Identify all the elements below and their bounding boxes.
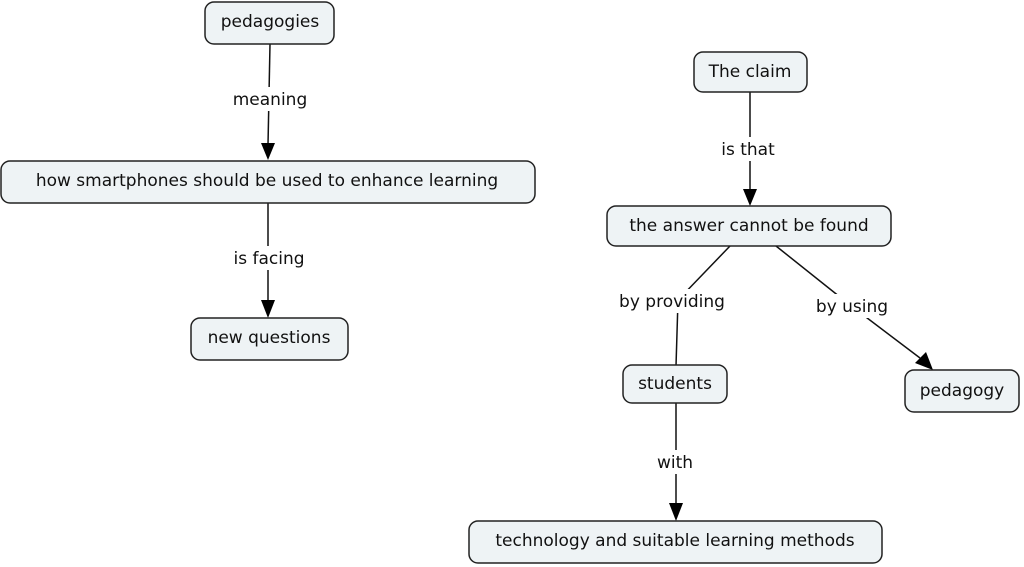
link-label-with: with (657, 453, 693, 473)
edges (261, 43, 933, 521)
node-pedagogy[interactable]: pedagogy (904, 369, 1020, 413)
node-smartphones-label: how smartphones should be used to enhanc… (36, 171, 498, 191)
arrowhead-with (669, 503, 683, 521)
label-bg-by-using (808, 294, 896, 318)
label-bg-is-facing (225, 246, 313, 270)
node-students[interactable]: students (622, 364, 728, 404)
arrowhead-by-using (915, 352, 933, 370)
link-label-is-that: is that (721, 140, 775, 160)
arrowhead-meaning (261, 143, 275, 160)
node-answer-label: the answer cannot be found (629, 216, 868, 236)
node-answer[interactable]: the answer cannot be found (606, 205, 892, 247)
node-students-label: students (638, 374, 712, 394)
node-claim[interactable]: The claim (693, 51, 808, 93)
label-bg-with (650, 450, 700, 474)
label-bg-by-providing (612, 289, 732, 313)
node-pedagogy-label: pedagogy (920, 381, 1005, 401)
label-bg-meaning (226, 87, 314, 111)
node-pedagogies[interactable]: pedagogies (204, 1, 335, 45)
label-bg-is-that (714, 137, 782, 161)
node-technology[interactable]: technology and suitable learning methods (468, 520, 883, 564)
link-label-is-facing: is facing (233, 249, 304, 269)
node-technology-label: technology and suitable learning methods (495, 531, 854, 551)
node-pedagogies-label: pedagogies (221, 12, 320, 32)
arrowhead-is-facing (261, 300, 275, 318)
link-label-by-using: by using (816, 297, 888, 317)
arrowhead-is-that (743, 189, 757, 206)
node-smartphones[interactable]: how smartphones should be used to enhanc… (0, 160, 536, 204)
node-new-questions-label: new questions (208, 328, 331, 348)
link-label-meaning: meaning (233, 90, 308, 110)
link-labels: meaning is facing is that by providing b… (225, 87, 896, 474)
link-label-by-providing: by providing (619, 292, 725, 312)
node-claim-label: The claim (708, 62, 792, 82)
node-new-questions[interactable]: new questions (190, 317, 349, 361)
